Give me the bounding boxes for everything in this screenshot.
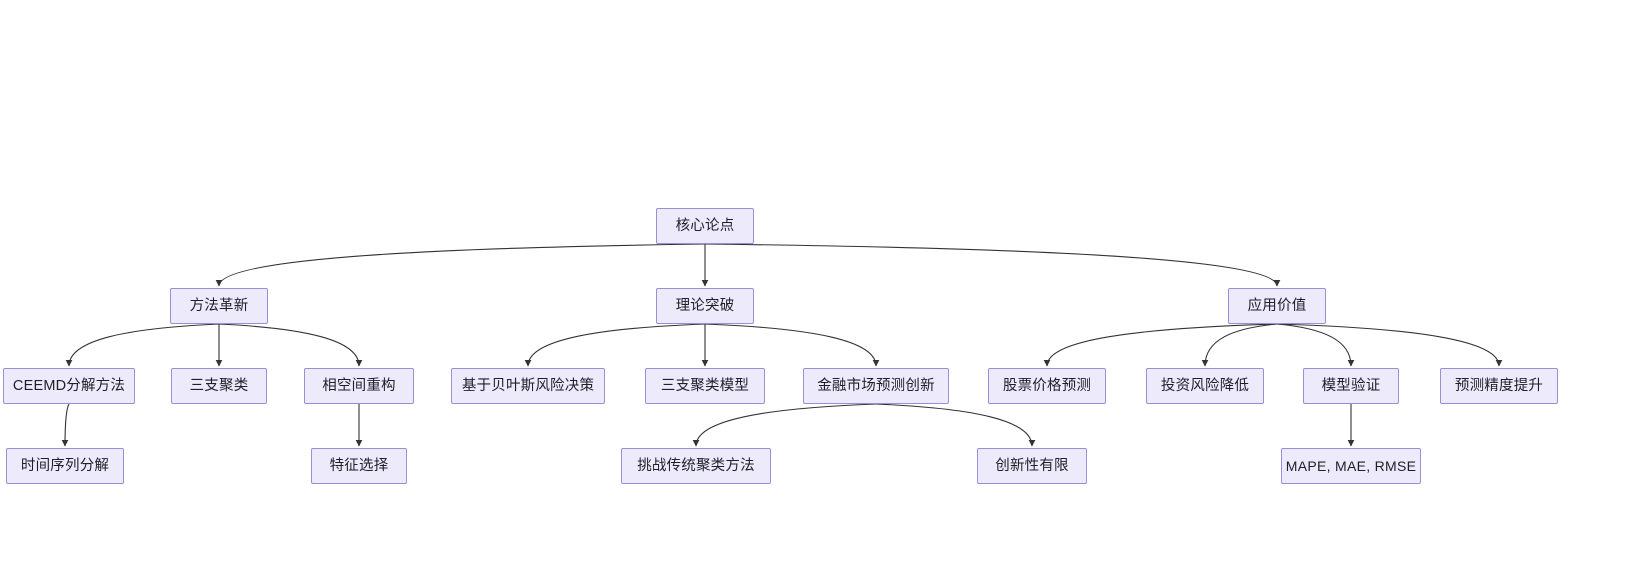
- node-l2c[interactable]: 相空间重构: [304, 368, 414, 404]
- edge-l1b-to-l2f: [704, 323, 880, 367]
- edge-l2a-to-l3a: [61, 403, 70, 447]
- edge-l1c-to-l2h: [1201, 323, 1278, 367]
- node-l2f[interactable]: 金融市场预测创新: [803, 368, 949, 404]
- node-l2h[interactable]: 投资风险降低: [1146, 368, 1264, 404]
- edge-l1a-to-l2a: [65, 323, 220, 367]
- edge-l1c-to-l2g: [1043, 323, 1278, 367]
- node-l2i[interactable]: 模型验证: [1303, 368, 1399, 404]
- node-l2j[interactable]: 预测精度提升: [1440, 368, 1558, 404]
- node-l2e[interactable]: 三支聚类模型: [645, 368, 765, 404]
- node-l3d[interactable]: 创新性有限: [977, 448, 1087, 484]
- edge-root-to-l1a: [215, 243, 706, 287]
- edge-l1c-to-l2j: [1276, 323, 1503, 367]
- node-l3c[interactable]: 挑战传统聚类方法: [621, 448, 771, 484]
- edge-l1c-to-l2i: [1276, 323, 1355, 367]
- edge-l1a-to-l2c: [218, 323, 363, 367]
- node-l2a[interactable]: CEEMD分解方法: [3, 368, 135, 404]
- edge-root-to-l1c: [704, 243, 1281, 287]
- edge-l2f-to-l3d: [875, 403, 1036, 447]
- edges-group: [61, 243, 1503, 447]
- node-l1b[interactable]: 理论突破: [656, 288, 754, 324]
- node-l1c[interactable]: 应用价值: [1228, 288, 1326, 324]
- node-l3b[interactable]: 特征选择: [311, 448, 407, 484]
- node-l2b[interactable]: 三支聚类: [171, 368, 267, 404]
- node-l2g[interactable]: 股票价格预测: [988, 368, 1106, 404]
- node-l3a[interactable]: 时间序列分解: [6, 448, 124, 484]
- edge-l2f-to-l3c: [692, 403, 877, 447]
- node-l2d[interactable]: 基于贝叶斯风险决策: [451, 368, 605, 404]
- edge-l1b-to-l2d: [524, 323, 706, 367]
- node-root[interactable]: 核心论点: [656, 208, 754, 244]
- node-l3e[interactable]: MAPE, MAE, RMSE: [1281, 448, 1421, 484]
- node-l1a[interactable]: 方法革新: [170, 288, 268, 324]
